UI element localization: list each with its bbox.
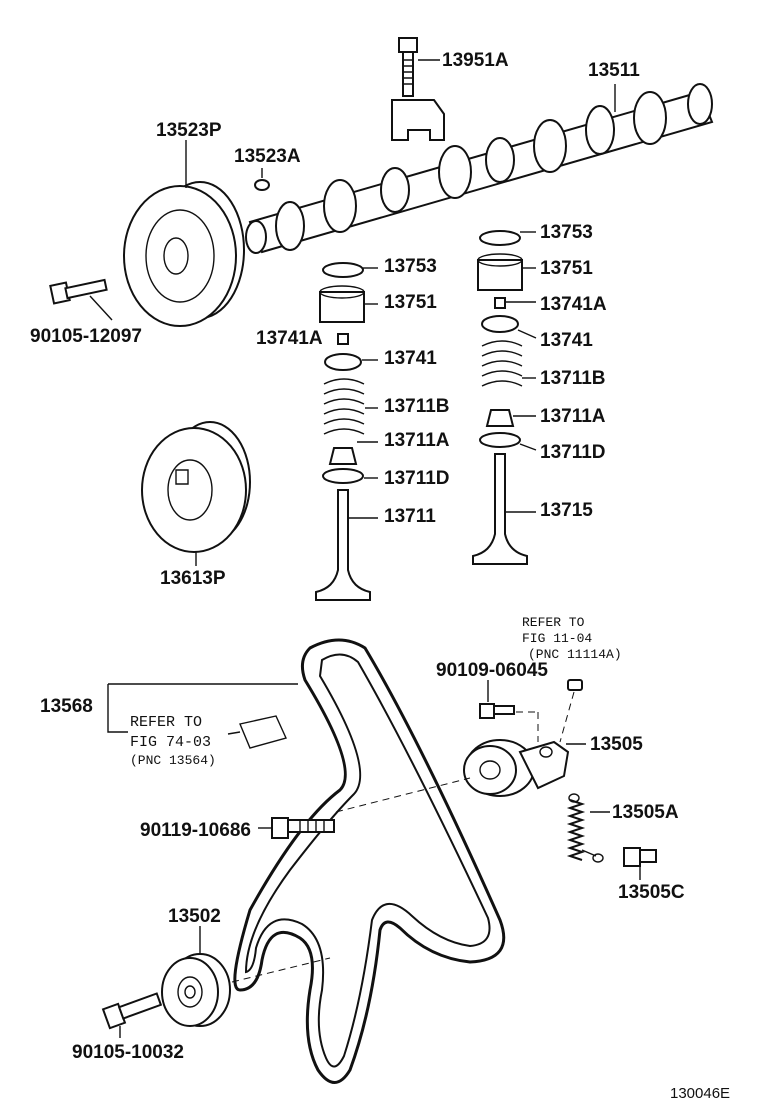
left-valve-leaders [348,267,378,519]
tensioner-pulley [463,739,570,797]
label-13711: 13711 [384,506,436,527]
label-13711B-right: 13711B [540,368,606,389]
bolt-90105-10032 [101,992,163,1030]
refer-note-2-line-3: (PNC 11114A) [528,647,622,662]
label-13741A-right: 13741A [540,294,607,315]
label-90105-12097: 90105-12097 [30,326,142,347]
refer-note-2-line-1: REFER TO [522,615,585,630]
label-13741A-left: 13741A [256,328,323,349]
tensioner-stud [567,679,583,691]
idler-pulley [161,953,231,1027]
tension-spring [566,793,604,863]
refer-note-1-line-1: REFER TO [130,714,202,731]
label-13502: 13502 [168,906,221,927]
label-13523A: 13523A [234,146,301,167]
label-90109-06045: 90109-06045 [436,660,548,681]
bolt-90109-06045 [479,703,515,719]
label-13715: 13715 [540,500,593,521]
label-13523P: 13523P [156,120,222,141]
label-13505A: 13505A [612,802,679,823]
label-13741-right: 13741 [540,330,593,351]
crankshaft-timing-pulley [141,421,251,553]
label-13741-left: 13741 [384,348,437,369]
label-90119-10686: 90119-10686 [140,820,251,841]
label-13505: 13505 [590,734,643,755]
label-13751-right: 13751 [540,258,593,279]
right-valve-leaders [506,231,537,513]
refer-note-1-line-3: (PNC 13564) [130,753,216,768]
label-13568: 13568 [40,696,93,717]
label-13613P: 13613P [160,568,226,589]
stud-13505C [623,847,657,867]
label-13711B-left: 13711B [384,396,450,417]
left-valve-assembly [315,262,371,601]
label-13711D-left: 13711D [384,468,450,489]
refer-note-2-line-2: FIG 11-04 [522,631,592,646]
label-13751-left: 13751 [384,292,437,313]
label-13511: 13511 [588,60,640,81]
right-valve-assembly [472,230,528,565]
label-13753-left: 13753 [384,256,437,277]
camshaft-timing-pulley [123,181,245,327]
label-13753-right: 13753 [540,222,593,243]
camshaft [245,83,714,254]
bolt-13951A [398,37,418,97]
label-90105-10032: 90105-10032 [72,1042,184,1063]
label-13505C: 13505C [618,882,685,903]
knock-pin [254,179,270,191]
label-13711A-right: 13711A [540,406,606,427]
label-13711D-right: 13711D [540,442,606,463]
timing-belt [233,638,506,1084]
bolt-90105-12097 [49,278,108,305]
label-13711A-left: 13711A [384,430,450,451]
label-13951A: 13951A [442,50,509,71]
figure-code: 130046E [670,1085,730,1102]
timing-belt-cover-gasket [239,715,287,749]
camshaft-bearing-cap [391,99,445,141]
refer-note-1-line-2: FIG 74-03 [130,734,211,751]
